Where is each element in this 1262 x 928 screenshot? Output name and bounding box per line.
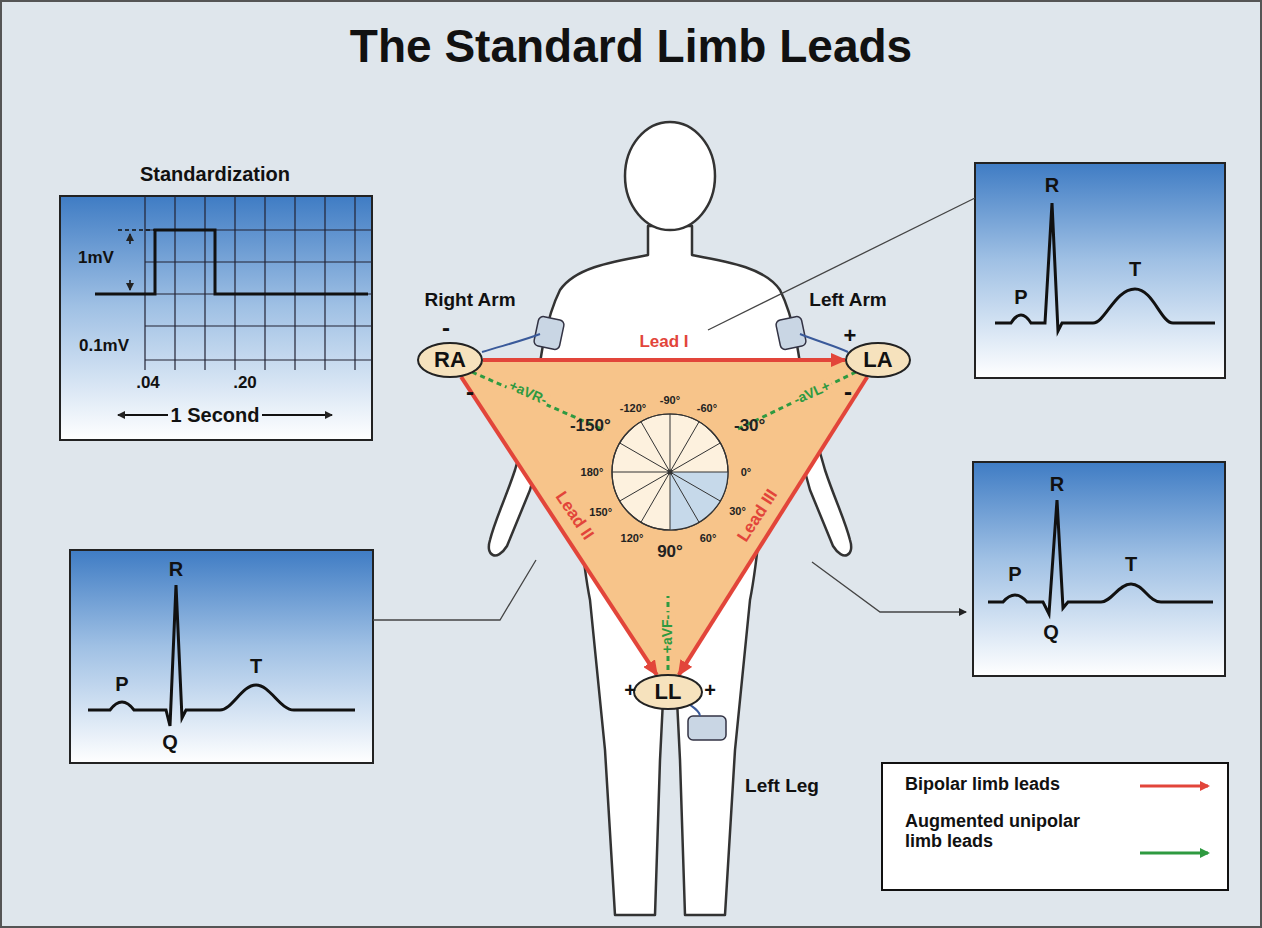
diagram-title: The Standard Limb Leads (350, 21, 912, 72)
lead-label: Lead I (639, 333, 688, 352)
axis-degree: -60° (697, 402, 717, 414)
axis-degree: 180° (581, 466, 604, 478)
panel-heading: Standardization (140, 163, 290, 185)
augmented-lead-label: -aVL+ (789, 377, 834, 408)
axis-degree: -120° (620, 402, 646, 414)
axis-degree: -30° (734, 417, 765, 436)
augmented-lead-lines (472, 372, 856, 670)
wave-label: T (1129, 258, 1141, 280)
standardization-grid (60, 196, 372, 440)
wave-label: P (115, 673, 128, 695)
polarity-sign: - (442, 315, 450, 341)
axis-degree: -90° (660, 394, 680, 406)
axis-degree: -150° (570, 417, 611, 436)
lead-line (461, 377, 657, 675)
wave-label: T (1125, 553, 1137, 575)
ecg-tracing-panel: P R T Q (973, 462, 1225, 676)
polarity-sign: + (624, 679, 636, 701)
polarity-sign: - (844, 379, 852, 405)
leader-lines (373, 198, 975, 620)
limb-name: Left Arm (809, 290, 886, 311)
polarity-sign: + (844, 324, 857, 348)
polarity-sign: - (466, 379, 474, 405)
electrode-oval: RA (417, 342, 483, 378)
hexaxial-circle (612, 414, 728, 530)
axis-degree: 120° (621, 532, 644, 544)
ecg-tracing-panel: P R T (975, 163, 1225, 378)
legend-text: Bipolar limb leads (905, 775, 1135, 795)
einthoven-triangle (450, 360, 878, 690)
electrode-label: LL (655, 679, 682, 705)
wave-label: Q (1043, 621, 1059, 643)
axis-degree: 30° (729, 505, 746, 517)
wave-label: R (1050, 473, 1064, 495)
wave-label: R (1045, 174, 1059, 196)
scale-label: 0.1mV (79, 337, 129, 356)
ecg-panel-right (973, 462, 1225, 676)
electrode-label: LA (863, 347, 892, 373)
legend-text: Augmented unipolar limb leads (905, 812, 1105, 852)
body-silhouette (489, 122, 851, 915)
scale-label: .04 (136, 374, 160, 393)
ecg-panel-top-right (975, 163, 1225, 378)
scale-label: 1 Second (171, 404, 260, 426)
wave-label: P (1008, 563, 1021, 585)
wave-label: Q (162, 731, 178, 753)
lead-line (679, 377, 867, 675)
scale-label: 1mV (78, 249, 114, 268)
lead-line (483, 358, 845, 362)
wave-label: P (1014, 286, 1027, 308)
polarity-sign: + (704, 679, 716, 701)
wave-label: T (250, 655, 262, 677)
augmented-lead-label: +aVF- (660, 613, 675, 656)
standardization-panel: Standardization1mV0.1mV.04.201 Second (60, 196, 372, 440)
limb-name: Left Leg (745, 776, 819, 797)
axis-degree: 60° (700, 532, 717, 544)
ecg-tracing-panel: P R T Q (70, 550, 373, 763)
augmented-lead-label: +aVR- (505, 377, 552, 409)
axis-degree: 0° (741, 466, 752, 478)
wave-label: R (169, 558, 183, 580)
axis-degree: 150° (589, 506, 612, 518)
axis-degree: 90° (657, 543, 683, 562)
electrode-label: RA (434, 347, 466, 373)
ecg-panel-left (70, 550, 373, 763)
legend-box (882, 763, 1228, 890)
limb-name: Right Arm (424, 290, 515, 311)
scale-label: .20 (233, 374, 257, 393)
electrode-oval: LL (633, 674, 703, 710)
